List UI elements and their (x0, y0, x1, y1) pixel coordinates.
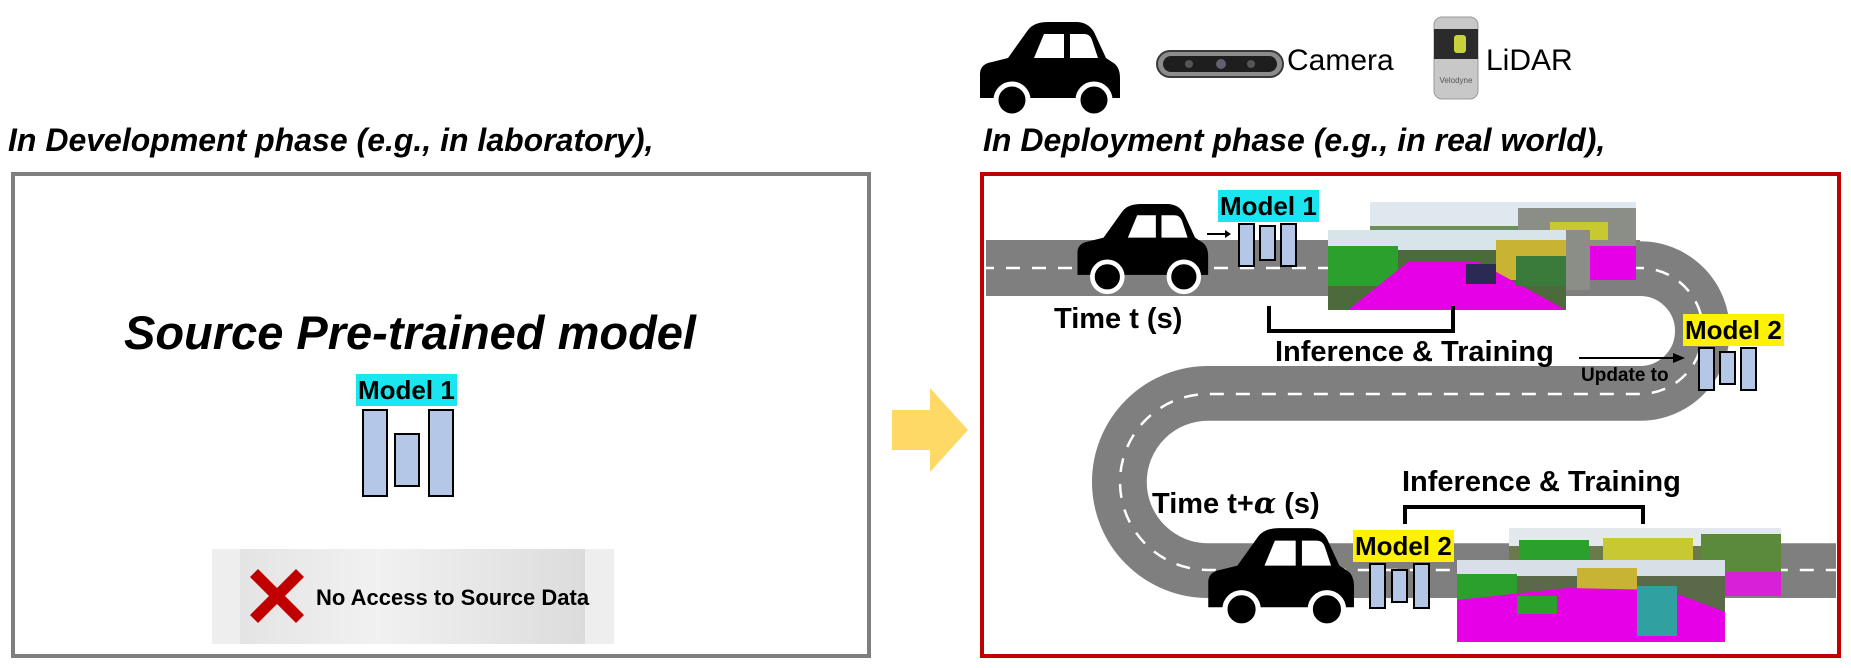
segmentation-images-upper (1328, 202, 1636, 310)
car-icon-lower (1208, 528, 1354, 629)
lidar-brand-label: Velodyne (1439, 76, 1473, 85)
dev-model-1-tag: Model 1 (356, 374, 457, 406)
update-to-label: Update to (1581, 365, 1669, 386)
inference-bracket-lower (1403, 505, 1645, 524)
dep-model-1-blocks (1207, 223, 1297, 267)
dep-model-2-tag-upper: Model 2 (1683, 314, 1784, 346)
inference-training-label-upper: Inference & Training (1275, 336, 1554, 368)
inference-bracket-upper (1267, 306, 1455, 333)
time-t-alpha-unit: (s) (1276, 488, 1320, 520)
dep-model-2-blocks-lower (1369, 563, 1430, 609)
time-t-alpha-label: Time t+α (s) (1152, 486, 1320, 521)
lidar-label: LiDAR (1486, 44, 1573, 77)
time-t-alpha-prefix: Time t+ (1152, 488, 1254, 520)
camera-label: Camera (1287, 44, 1394, 77)
lidar-icon (1433, 16, 1479, 100)
source-model-title: Source Pre-trained model (124, 306, 696, 359)
segmentation-images-lower (1457, 528, 1781, 642)
development-panel (11, 172, 871, 658)
deployment-panel (980, 172, 1841, 658)
camera-icon (1156, 50, 1284, 78)
road-track (986, 238, 1836, 598)
red-x-icon (250, 569, 304, 623)
inference-training-label-lower: Inference & Training (1402, 466, 1681, 498)
dep-model-2-blocks-upper (1698, 347, 1757, 391)
time-t-label: Time t (s) (1054, 303, 1183, 335)
dep-model-2-tag-lower: Model 2 (1353, 530, 1454, 562)
update-arrow-icon (1579, 353, 1685, 363)
phase-arrow-icon (892, 388, 968, 472)
dev-model-1-blocks (362, 409, 454, 497)
car-icon (980, 22, 1120, 119)
alpha-symbol: α (1253, 486, 1277, 520)
dep-model-1-tag: Model 1 (1218, 190, 1319, 222)
deployment-heading: In Deployment phase (e.g., in real world… (983, 122, 1606, 158)
no-access-label: No Access to Source Data (316, 585, 590, 610)
development-heading: In Development phase (e.g., in laborator… (8, 122, 654, 158)
car-icon-upper (1077, 204, 1209, 295)
